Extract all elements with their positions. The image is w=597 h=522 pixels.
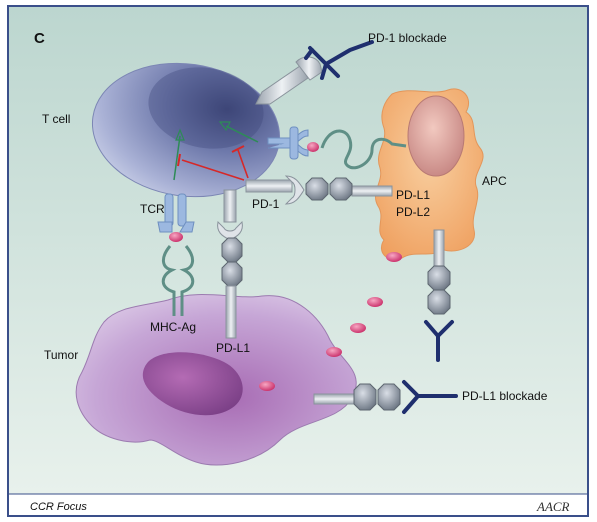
- tumor-nucleus: [142, 352, 243, 416]
- pd1-blockade-label: PD-1 blockade: [368, 31, 447, 45]
- aacr-logo: AACR: [536, 499, 570, 514]
- pd1-receptor-tumor-side: [217, 189, 243, 241]
- t-cell-nucleus: [148, 67, 264, 149]
- apc-nucleus: [407, 95, 465, 177]
- footer-text: CCR Focus: [30, 501, 87, 513]
- pd1-receptor: [245, 175, 305, 205]
- panel-letter: C: [34, 30, 45, 47]
- costim-ligand-tether: [320, 129, 407, 170]
- apc-pdl1-blockade-complex: [424, 229, 454, 362]
- pdl1-pdl2-apc-ligand: [305, 177, 393, 201]
- pd1-label: PD-1: [252, 197, 280, 211]
- mhc-ag-label: MHC-Ag: [150, 320, 196, 334]
- antigen-particle: [307, 142, 319, 152]
- pdl1-tumor-ligand: [221, 237, 243, 339]
- mhc-ag-complex: [161, 245, 195, 316]
- antibody-particles: [259, 252, 402, 391]
- antigen-peptide: [169, 232, 183, 242]
- costim-receptor: [267, 126, 309, 160]
- tcr-receptor: [157, 193, 195, 233]
- pdl1-blockade-label: PD-L1 blockade: [462, 389, 548, 403]
- activation-arrows: [173, 121, 259, 181]
- tumor-pdl1-blockade-complex: [313, 380, 458, 414]
- t-cell-label: T cell: [42, 112, 70, 126]
- tcr-label: TCR: [140, 202, 165, 216]
- pdl1-tumor-label: PD-L1: [216, 341, 250, 355]
- tumor-label: Tumor: [44, 348, 78, 362]
- pdl2-label: PD-L2: [396, 205, 430, 219]
- pdl1-apc-label: PD-L1: [396, 188, 430, 202]
- pd1-blockade-antibody: [255, 40, 374, 105]
- apc-label: APC: [482, 174, 507, 188]
- inhibition-arrows: [177, 145, 249, 181]
